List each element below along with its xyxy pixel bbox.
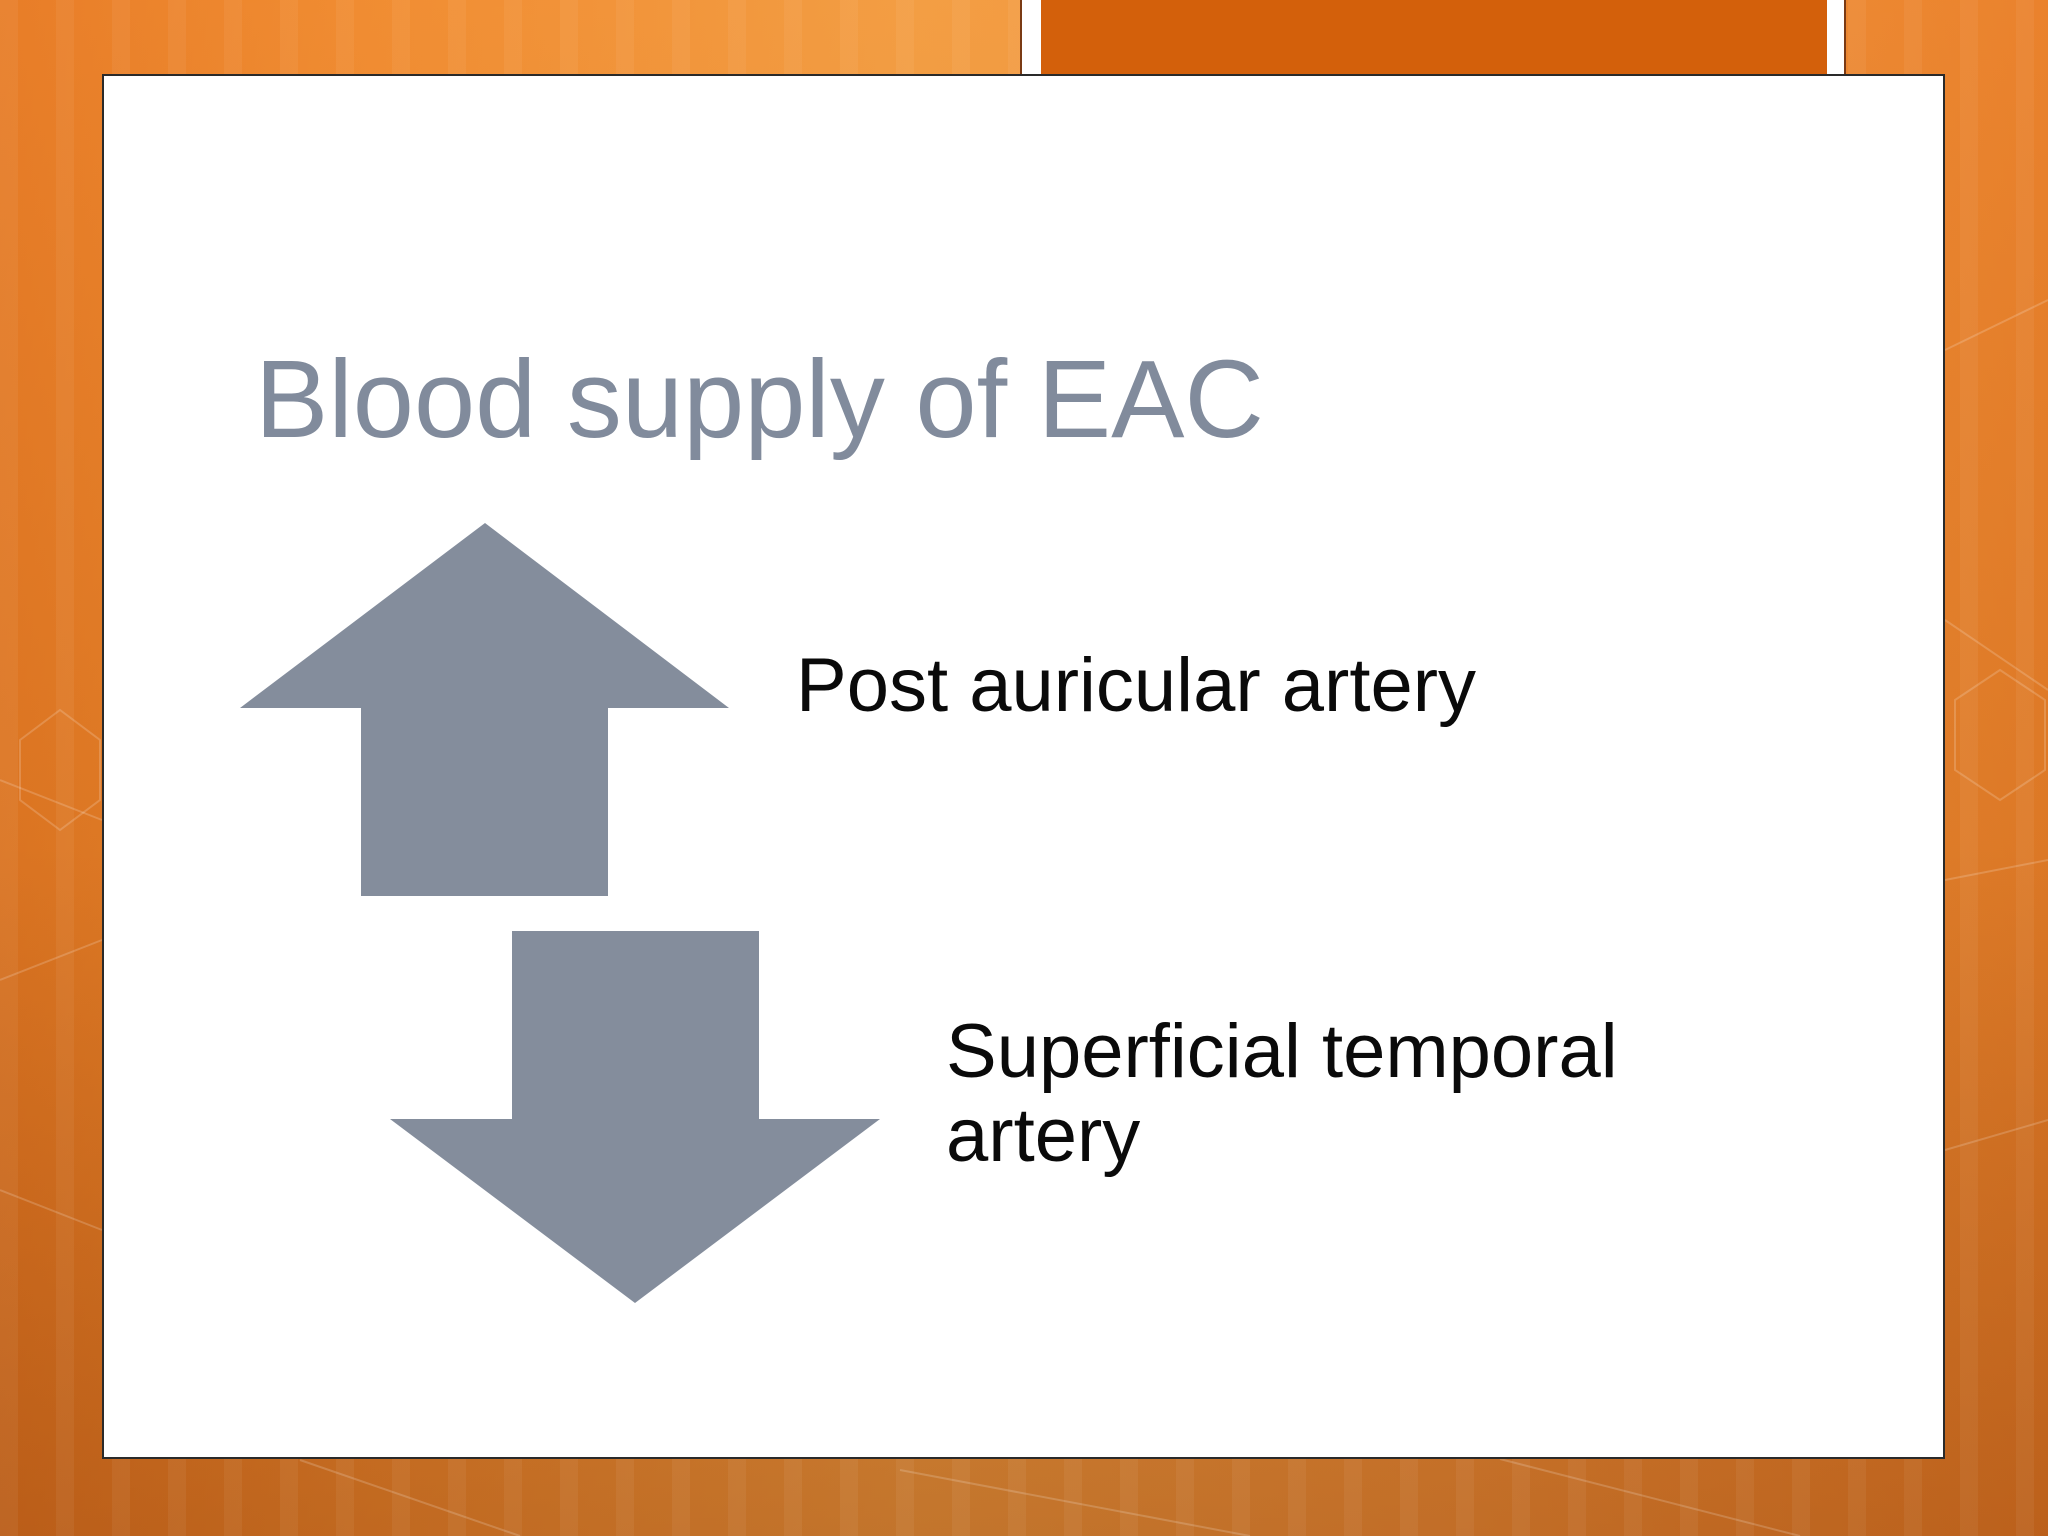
- superficial-temporal-artery-label: Superficial temporal artery: [946, 1009, 1618, 1178]
- post-auricular-artery-label: Post auricular artery: [796, 643, 1477, 728]
- down-arrow-icon: [390, 931, 880, 1303]
- up-arrow-icon: [240, 523, 729, 896]
- slide-title: Blood supply of EAC: [255, 338, 1264, 461]
